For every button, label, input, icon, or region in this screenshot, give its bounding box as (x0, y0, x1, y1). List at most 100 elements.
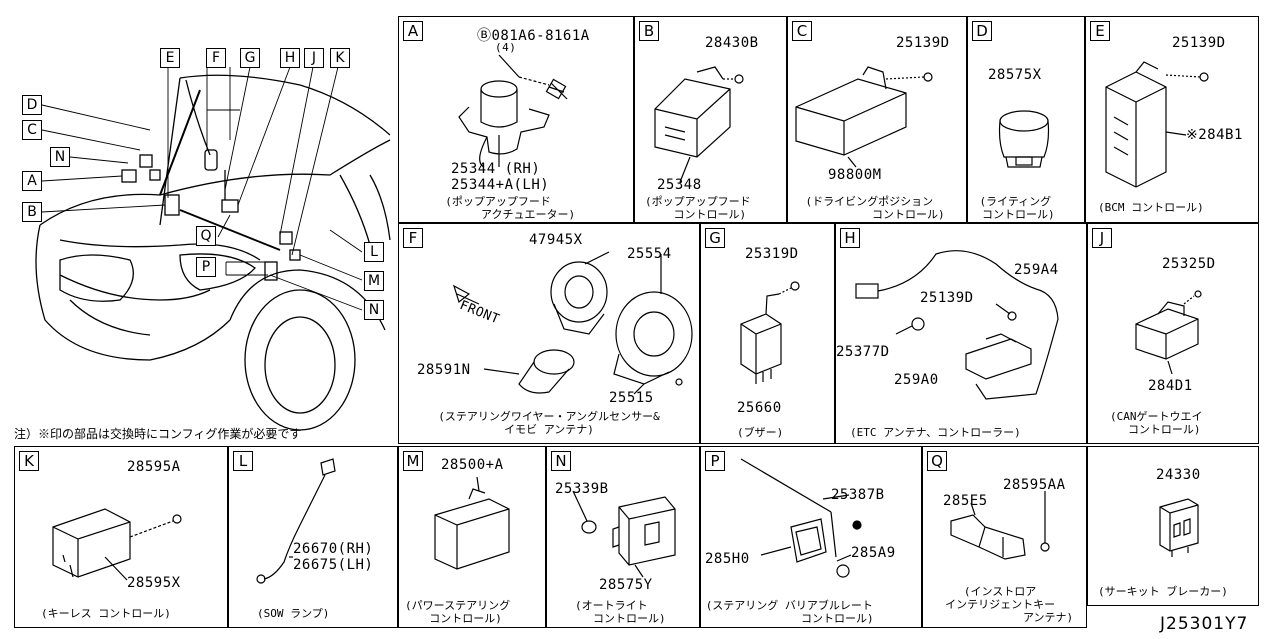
can-gateway-control-icon (1135, 290, 1202, 375)
part-25139D: 25139D (896, 35, 950, 51)
part-28575X: 28575X (988, 67, 1042, 83)
panel-C[interactable]: C 25139D 98800M (ドライビングポジションコントロール) (787, 16, 967, 223)
panel-F[interactable]: F (398, 223, 700, 444)
callout-M[interactable]: M (364, 271, 384, 291)
panel-caption: (キーレス コントロール) (41, 607, 171, 620)
part-259A4: 259A4 (1014, 262, 1059, 278)
callout-H[interactable]: H (280, 48, 300, 68)
panel-caption: (インストロアインテリジェントキーアンテナ) (945, 585, 1074, 624)
panel-caption: (ETC アンテナ、コントローラー) (850, 426, 1021, 439)
panel-N[interactable]: N 25339B 28575Y (オートライトコントロール) (546, 446, 700, 628)
panel-letter: B (639, 21, 659, 41)
part-25319D: 25319D (745, 246, 799, 262)
part-25348: 25348 (657, 177, 702, 193)
panel-letter: F (403, 228, 423, 248)
part-28591N: 28591N (417, 362, 471, 378)
panel-B[interactable]: B 28430B 25348 (ポップアップフードコントロール) (634, 16, 787, 223)
panel-caption: (BCM コントロール) (1098, 201, 1204, 214)
driving-position-control-icon (795, 66, 933, 168)
part-28575Y: 28575Y (599, 577, 653, 593)
steering-angle-sensor-icon (452, 251, 693, 395)
callout-D[interactable]: D (22, 95, 42, 115)
panel-caption: (オートライトコントロール) (575, 599, 666, 625)
part-47945X: 47945X (529, 232, 583, 248)
part-28430B: 28430B (705, 35, 759, 51)
callout-N-upper[interactable]: N (50, 147, 70, 167)
panel-caption: (ドライビングポジションコントロール) (805, 195, 945, 221)
part-26675: 26675(LH) (293, 557, 374, 573)
panel-circuit-breaker[interactable]: 24330 (サーキット ブレーカー) (1087, 446, 1259, 606)
callout-B[interactable]: B (22, 202, 42, 222)
part-25344: 25344 (RH) (451, 161, 541, 177)
part-26670: 26670(RH) (293, 541, 374, 557)
part-25377D: 25377D (836, 344, 890, 360)
circuit-breaker-icon (1159, 498, 1199, 557)
panel-J[interactable]: J 25325D 284D1 (CANゲートウエイコントロール) (1087, 223, 1259, 444)
steering-variable-rate-control-icon (740, 458, 862, 578)
panel-caption: (ブザー) (737, 426, 784, 439)
bcm-control-icon (1105, 61, 1209, 188)
callout-E[interactable]: E (160, 48, 180, 68)
lighting-control-icon (998, 110, 1050, 168)
panel-letter: C (792, 21, 812, 41)
part-bolt: Ⓑ081A6-8161A (477, 28, 590, 44)
panel-Q[interactable]: Q 28595AA 285E5 (インストロアインテリジェントキーアンテナ) (922, 446, 1087, 628)
callout-A[interactable]: A (22, 171, 42, 191)
part-98800M: 98800M (828, 167, 882, 183)
part-28500A: 28500+A (441, 457, 504, 473)
panel-M[interactable]: M 28500+A (パワーステアリングコントロール) (398, 446, 546, 628)
panel-caption: (ステアリングワイヤー・アングルセンサー&イモビ アンテナ) (438, 410, 660, 436)
panel-letter: J (1092, 228, 1112, 248)
panel-caption: (CANゲートウエイコントロール) (1110, 410, 1203, 436)
callout-K[interactable]: K (330, 48, 350, 68)
panel-L[interactable]: L 26670(RH) 26675(LH) (SOW ランプ) (228, 446, 398, 628)
panel-K[interactable]: K 28595A 28595X (キーレス コントロール) (14, 446, 228, 628)
callout-L[interactable]: L (364, 242, 384, 262)
part-285E5: 285E5 (943, 493, 988, 509)
part-285A9: 285A9 (851, 545, 896, 561)
callout-F[interactable]: F (206, 48, 226, 68)
panel-caption: (サーキット ブレーカー) (1098, 585, 1228, 598)
part-25139D: 25139D (1172, 35, 1226, 51)
auto-light-control-icon (572, 490, 676, 578)
callout-C[interactable]: C (22, 120, 42, 140)
panel-letter: D (972, 21, 992, 41)
part-25139D: 25139D (920, 290, 974, 306)
intelligent-key-antenna-icon (950, 491, 1050, 560)
panel-A[interactable]: A Ⓑ081A6-8161A (4) 25344 (RH) 25344+A(LH… (398, 16, 634, 223)
panel-caption: (ポップアップフードアクチュエーター) (445, 195, 576, 221)
etc-antenna-icon (855, 250, 1059, 400)
panel-P[interactable]: P 25387B 285H0 285A9 (ステアリング バリアブルレートコント… (700, 446, 922, 628)
callout-G[interactable]: G (240, 48, 260, 68)
part-28595A: 28595A (127, 459, 181, 475)
part-25339B: 25339B (555, 481, 609, 497)
panel-H[interactable]: H 259A4 25139D 25377D 259A0 (ETC アンテナ、コン… (835, 223, 1087, 444)
panel-caption: (パワーステアリングコントロール) (405, 599, 511, 625)
panel-caption: (ライティングコントロール) (979, 195, 1055, 221)
panel-D[interactable]: D 28575X (ライティングコントロール) (967, 16, 1085, 223)
callout-N-lower[interactable]: N (364, 300, 384, 320)
panel-letter: E (1090, 21, 1110, 41)
part-28595X: 28595X (127, 575, 181, 591)
sow-lamp-icon (256, 458, 336, 584)
popup-hood-control-icon (654, 66, 744, 183)
panel-letter: P (705, 451, 725, 471)
diagram-code: J25301Y7 (1160, 614, 1249, 634)
part-284D1: 284D1 (1148, 378, 1193, 394)
callout-Q[interactable]: Q (196, 226, 216, 246)
part-259A0: 259A0 (894, 372, 939, 388)
power-steering-control-icon (434, 476, 510, 570)
keyless-control-icon (52, 508, 182, 581)
part-25344A: 25344+A(LH) (451, 177, 550, 193)
part-28595AA: 28595AA (1003, 477, 1066, 493)
callout-P[interactable]: P (196, 257, 216, 277)
panel-G[interactable]: G 25319D 25660 (ブザー) (700, 223, 835, 444)
panel-E[interactable]: E 25139D ※284B1 (BCM コントロール) (1085, 16, 1259, 223)
config-note: 注）※印の部品は交換時にコンフィグ作業が必要です (14, 427, 302, 441)
callout-J[interactable]: J (304, 48, 324, 68)
part-285H0: 285H0 (705, 551, 750, 567)
part-25554: 25554 (627, 246, 672, 262)
panel-letter: Q (927, 451, 947, 471)
panel-letter: M (403, 451, 423, 471)
bolt-quantity: (4) (495, 41, 517, 54)
